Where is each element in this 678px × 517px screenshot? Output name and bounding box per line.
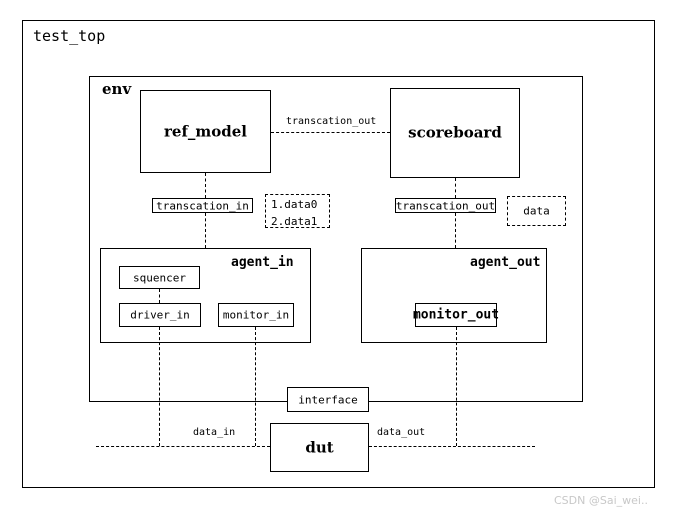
- connector-squencer-to-driver-in: [159, 289, 160, 303]
- connector-transcation-in-to-agent-in: [205, 213, 206, 248]
- connector-monitor-in-to-data-in: [255, 327, 256, 446]
- transcation-out-port-label: transcation_out: [395, 199, 496, 212]
- agent-out-title: agent_out: [470, 255, 541, 270]
- data-items-line-1: 1.data0: [271, 198, 318, 211]
- dut-label: dut: [305, 438, 334, 456]
- driver-in-label: driver_in: [130, 308, 190, 322]
- data-out-label: data_out: [377, 427, 426, 438]
- data-items-note: [265, 194, 330, 228]
- edge-label-transcation-out: transcation_out: [286, 116, 377, 127]
- test-top-container: [22, 20, 655, 488]
- monitor-in-block[interactable]: monitor_in: [218, 303, 294, 327]
- connector-driver-in-to-data-in: [159, 327, 160, 446]
- data-out-bus: [369, 446, 535, 447]
- agent-in-container[interactable]: [100, 248, 311, 343]
- data-note: data: [507, 196, 566, 226]
- ref-model-block[interactable]: ref_model: [140, 90, 271, 173]
- driver-in-block[interactable]: driver_in: [119, 303, 201, 327]
- monitor-out-label: monitor_out: [412, 307, 500, 323]
- monitor-out-block[interactable]: monitor_out: [412, 303, 500, 327]
- transcation-in-port[interactable]: transcation_in: [152, 198, 253, 213]
- agent-in-title: agent_in: [231, 255, 294, 270]
- csdn-watermark: CSDN @Sai_wei..: [554, 494, 648, 507]
- ref-model-label: ref_model: [163, 122, 248, 140]
- squencer-label: squencer: [133, 271, 186, 284]
- monitor-in-label: monitor_in: [222, 308, 290, 322]
- connector-scoreboard-to-transcation-out: [455, 178, 456, 198]
- interface-block[interactable]: interface: [287, 387, 369, 412]
- transcation-out-port[interactable]: transcation_out: [395, 198, 496, 213]
- env-title: env: [102, 80, 132, 98]
- agent-out-container[interactable]: [361, 248, 547, 343]
- data-in-label: data_in: [193, 427, 236, 438]
- scoreboard-block[interactable]: scoreboard: [390, 88, 520, 178]
- data-items-line-2: 2.data1: [271, 215, 318, 228]
- data-in-bus: [96, 446, 270, 447]
- squencer-block[interactable]: squencer: [119, 266, 200, 289]
- test-top-title: test_top: [33, 27, 106, 45]
- connector-refmodel-scoreboard: [271, 132, 390, 133]
- interface-label: interface: [298, 393, 358, 406]
- transcation-in-label: transcation_in: [156, 199, 249, 212]
- data-note-label: data: [523, 204, 550, 218]
- connector-monitor-out-to-data-out: [456, 327, 457, 446]
- connector-refmodel-to-transcation-in: [205, 173, 206, 198]
- connector-transcation-out-to-agent-out: [455, 213, 456, 248]
- dut-block[interactable]: dut: [270, 423, 369, 472]
- scoreboard-label: scoreboard: [408, 123, 502, 142]
